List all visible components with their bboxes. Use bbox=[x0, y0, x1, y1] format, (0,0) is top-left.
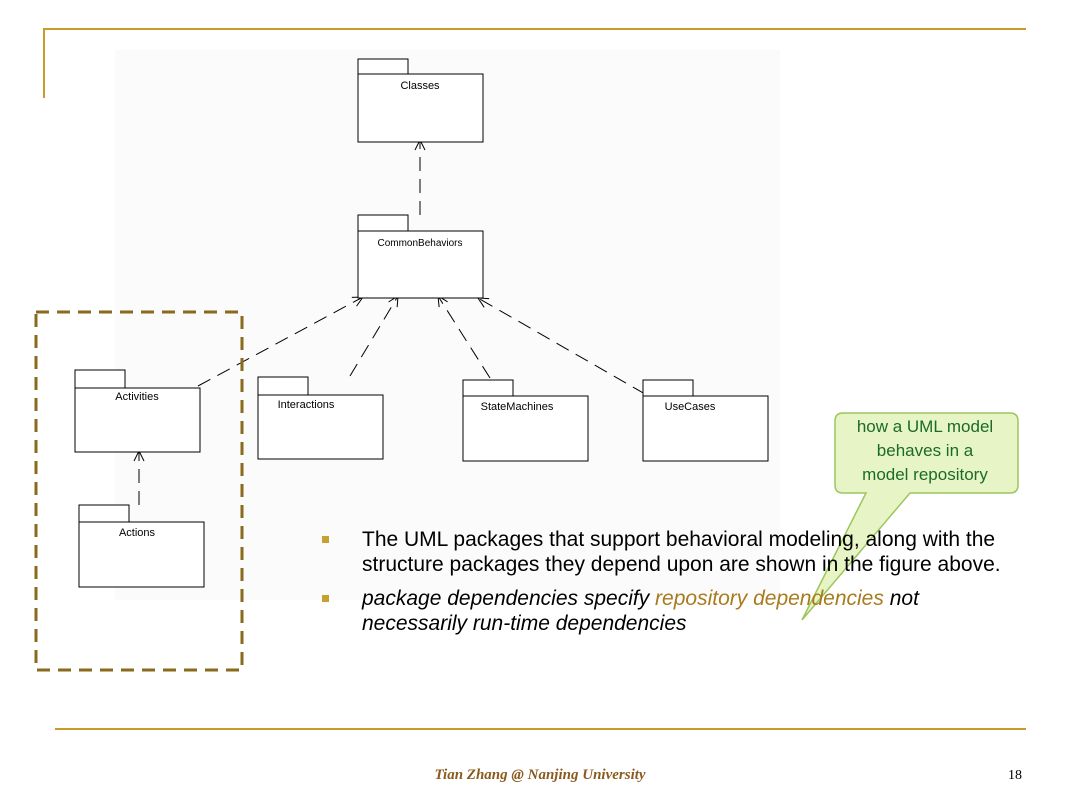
dependency-usecases-commonbehaviors bbox=[478, 298, 646, 395]
callout-line-1: how a UML model bbox=[856, 417, 994, 436]
package-activities: Activities bbox=[74, 369, 201, 453]
package-use-cases-label: UseCases bbox=[665, 401, 716, 413]
callout-line-3: model repository bbox=[862, 465, 988, 484]
package-interactions-label: Interactions bbox=[278, 399, 335, 411]
package-common-behaviors: CommonBehaviors bbox=[357, 214, 484, 299]
footer-accent-line bbox=[55, 728, 1026, 730]
left-accent-line bbox=[43, 28, 45, 98]
page-number: 18 bbox=[1008, 768, 1022, 783]
package-common-behaviors-label: CommonBehaviors bbox=[377, 238, 462, 249]
dependency-statemachines-commonbehaviors bbox=[438, 296, 491, 379]
package-state-machines: StateMachines bbox=[462, 379, 589, 462]
bullet-text-1: The UML packages that support behavioral… bbox=[362, 528, 1001, 576]
package-use-cases: UseCases bbox=[642, 379, 769, 462]
bullet-text-2-highlight: repository dependencies bbox=[655, 587, 884, 610]
dependency-activities-commonbehaviors bbox=[197, 297, 363, 387]
package-activities-label: Activities bbox=[115, 391, 159, 403]
package-actions-label: Actions bbox=[119, 527, 156, 539]
callout-line-2: behaves in a bbox=[876, 441, 974, 460]
footer-author: Tian Zhang @ Nanjing University bbox=[434, 767, 646, 783]
bullet-square-icon bbox=[322, 595, 329, 602]
bullet-text-2-pre: package dependencies specify bbox=[362, 587, 656, 610]
dashed-highlight-box bbox=[34, 310, 244, 672]
package-state-machines-label: StateMachines bbox=[481, 401, 554, 413]
bullet-square-icon bbox=[322, 536, 329, 543]
bullet-item-2: package dependencies specify repository … bbox=[315, 586, 1015, 636]
package-interactions: Interactions bbox=[257, 376, 384, 460]
top-accent-line bbox=[43, 28, 1026, 30]
package-classes: Classes bbox=[357, 58, 484, 143]
bullet-list: The UML packages that support behavioral… bbox=[315, 527, 1015, 645]
package-actions: Actions bbox=[78, 504, 205, 588]
bullet-text-2-post: not necessarily run-time dependencies bbox=[362, 587, 919, 635]
dependency-interactions-commonbehaviors bbox=[349, 296, 398, 377]
bullet-item-1: The UML packages that support behavioral… bbox=[315, 527, 1015, 577]
package-classes-label: Classes bbox=[400, 80, 440, 92]
callout-bubble bbox=[801, 412, 1019, 621]
callout-text: how a UML model behaves in a model repos… bbox=[836, 415, 1014, 487]
